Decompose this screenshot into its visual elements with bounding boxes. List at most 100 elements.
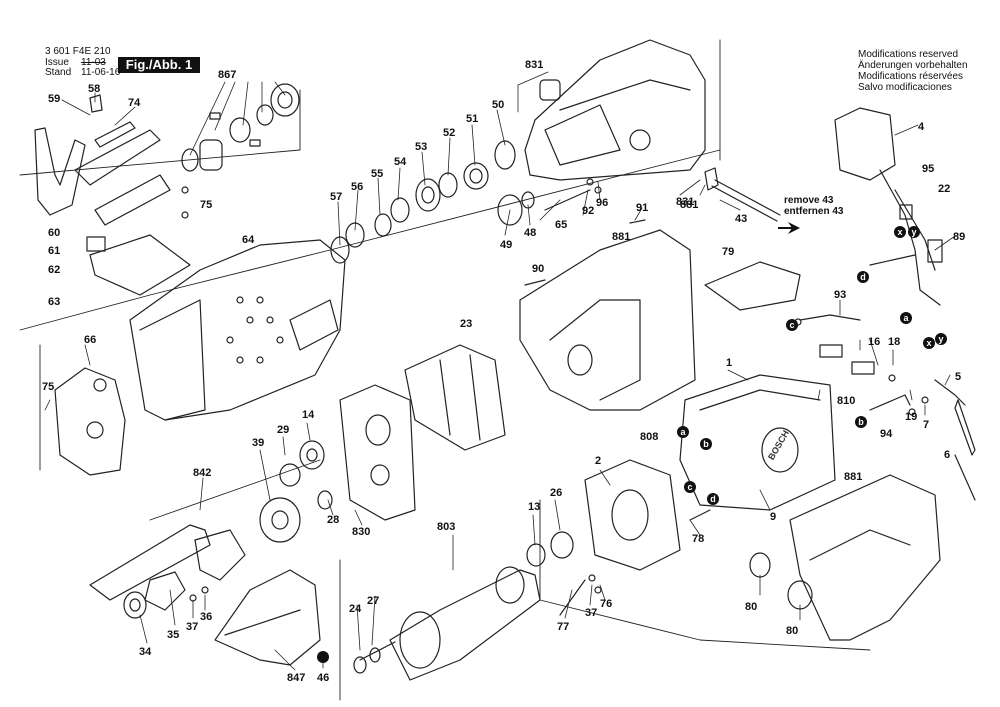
armature-803 bbox=[359, 566, 541, 681]
part-label-7: 7 bbox=[923, 419, 929, 431]
bracket-847 bbox=[214, 569, 321, 666]
doc-number: 3 601 F4E 210 bbox=[45, 46, 111, 57]
part-label-94: 94 bbox=[880, 428, 893, 440]
part-label-37: 37 bbox=[585, 607, 597, 619]
part-label-35: 35 bbox=[167, 629, 179, 641]
gear-and-shaft bbox=[89, 497, 301, 601]
part-label-9: 9 bbox=[770, 511, 776, 523]
connection-markers: x y d a c x y b a b c d bbox=[317, 226, 947, 663]
part-label-61: 61 bbox=[48, 245, 60, 257]
marker-y: y bbox=[911, 227, 916, 237]
part-label-55: 55 bbox=[371, 168, 383, 180]
part-label-95: 95 bbox=[922, 163, 934, 175]
modification-line: Salvo modificaciones bbox=[858, 82, 952, 93]
part-label-803: 803 bbox=[437, 521, 455, 533]
part-label-19: 19 bbox=[905, 411, 917, 423]
part-label-80b: 80 bbox=[786, 625, 798, 637]
part-label-79: 79 bbox=[722, 246, 734, 258]
part-label-56: 56 bbox=[351, 181, 363, 193]
part-label-60: 60 bbox=[48, 227, 60, 239]
part-label-43: 43 bbox=[735, 213, 747, 225]
part-label-77: 77 bbox=[557, 621, 569, 633]
part-label-830: 830 bbox=[352, 526, 370, 538]
ring-set bbox=[330, 140, 516, 264]
issue-date: 11-03 bbox=[81, 57, 106, 68]
issue-label: Issue bbox=[45, 57, 69, 68]
baffle-23 bbox=[404, 344, 506, 451]
plate-and-bearing bbox=[123, 571, 209, 619]
part-label-4: 4 bbox=[918, 121, 925, 133]
remove-note-de: entfernen 43 bbox=[784, 206, 844, 217]
remove-note: remove 43 entfernen 43 bbox=[784, 195, 843, 217]
marker-x2: x bbox=[926, 338, 931, 348]
brush-and-cable-parts bbox=[819, 344, 976, 501]
bearing-group-867 bbox=[181, 83, 300, 172]
marker-b: b bbox=[858, 417, 864, 427]
part-label-53: 53 bbox=[415, 141, 427, 153]
part-label-867: 867 bbox=[218, 69, 236, 81]
marker-x: x bbox=[897, 227, 902, 237]
part-label-18: 18 bbox=[888, 336, 900, 348]
part-label-54: 54 bbox=[394, 156, 407, 168]
marker-d2: d bbox=[710, 494, 716, 504]
part-label-96: 96 bbox=[596, 197, 608, 209]
part-label-39: 39 bbox=[252, 437, 264, 449]
lower-housing-881 bbox=[789, 474, 941, 641]
part-label-65: 65 bbox=[555, 219, 567, 231]
switch-assembly bbox=[834, 107, 943, 306]
grouping-lines bbox=[19, 39, 871, 701]
part-label-66: 66 bbox=[84, 334, 96, 346]
marker-c: c bbox=[789, 320, 794, 330]
part-label-36: 36 bbox=[200, 611, 212, 623]
blade-clamp-parts bbox=[34, 94, 191, 296]
field-coil-2 bbox=[584, 459, 681, 571]
part-label-52: 52 bbox=[443, 127, 455, 139]
part-label-89: 89 bbox=[953, 231, 965, 243]
part-label-14: 14 bbox=[302, 409, 315, 421]
part-label-59: 59 bbox=[48, 93, 60, 105]
modification-line: Modifications reserved bbox=[858, 49, 959, 60]
part-label-76: 76 bbox=[600, 598, 612, 610]
bumpers-80 bbox=[749, 552, 813, 610]
marker-a: a bbox=[903, 313, 909, 323]
part-label-881b: 881 bbox=[612, 231, 630, 243]
part-label-49: 49 bbox=[500, 239, 512, 251]
part-label-90: 90 bbox=[532, 263, 544, 275]
marker-y2: y bbox=[938, 334, 943, 344]
modifications-notice: Modifications reserved Änderungen vorbeh… bbox=[858, 49, 968, 93]
marker-a2: a bbox=[680, 427, 686, 437]
bearing-plate-830 bbox=[339, 384, 416, 521]
part-label-58: 58 bbox=[88, 83, 100, 95]
washers-and-screws bbox=[353, 509, 711, 674]
part-label-842: 842 bbox=[193, 467, 211, 479]
cover-plate-66 bbox=[54, 367, 126, 476]
part-label-64: 64 bbox=[242, 234, 255, 246]
part-label-808: 808 bbox=[640, 431, 658, 443]
motor-housing-1 bbox=[679, 374, 836, 511]
arrow-icon bbox=[778, 222, 800, 234]
modification-line: Änderungen vorbehalten bbox=[858, 60, 968, 71]
part-label-34: 34 bbox=[139, 646, 152, 658]
part-label-13: 13 bbox=[528, 501, 540, 513]
part-label-37b: 37 bbox=[186, 621, 198, 633]
leader-lines bbox=[44, 71, 956, 671]
part-label-75: 75 bbox=[200, 199, 212, 211]
part-label-28: 28 bbox=[327, 514, 339, 526]
part-label-91: 91 bbox=[636, 202, 648, 214]
part-label-92: 92 bbox=[582, 205, 594, 217]
part-label-847: 847 bbox=[287, 672, 305, 684]
part-label-831b: 831 bbox=[676, 196, 694, 208]
part-label-80: 80 bbox=[745, 601, 757, 613]
cover-79 bbox=[704, 261, 801, 311]
motor-housing-64 bbox=[129, 239, 346, 421]
handle-housing-881 bbox=[519, 229, 696, 411]
part-label-24: 24 bbox=[349, 603, 362, 615]
part-label-57: 57 bbox=[330, 191, 342, 203]
part-label-810: 810 bbox=[837, 395, 855, 407]
gear-housing-831 bbox=[524, 39, 706, 181]
stand-date: 11-06-16 bbox=[81, 67, 121, 78]
part-label-48: 48 bbox=[524, 227, 536, 239]
part-label-2: 2 bbox=[595, 455, 601, 467]
part-label-93: 93 bbox=[834, 289, 846, 301]
